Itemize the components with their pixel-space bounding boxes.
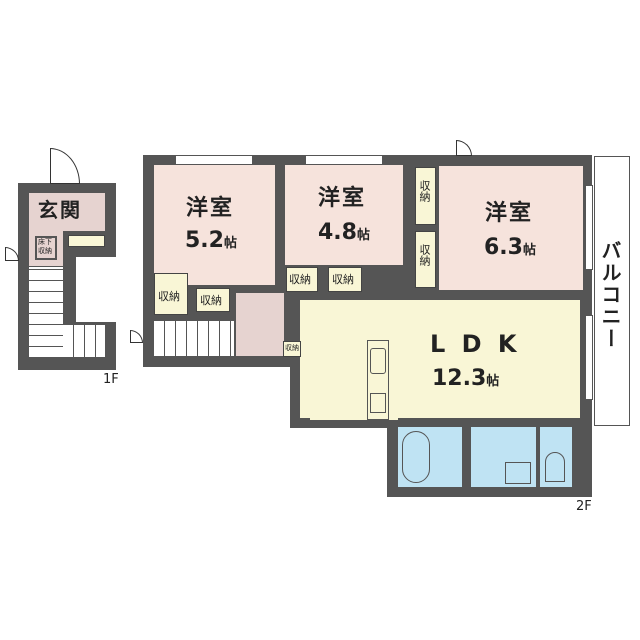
entrance-room bbox=[29, 193, 105, 231]
underfloor-label-1: 床下 bbox=[38, 238, 52, 246]
closet-7-label: 収納 bbox=[285, 344, 299, 352]
bedroom-1 bbox=[154, 165, 275, 285]
closet-5-label: 収納 bbox=[418, 180, 431, 202]
2f-hall bbox=[236, 293, 284, 356]
closet-4[interactable] bbox=[328, 267, 362, 292]
underfloor-storage bbox=[35, 236, 57, 260]
bedroom-3-size-value: 6.3 bbox=[484, 235, 523, 260]
2f-stair-door[interactable] bbox=[130, 330, 143, 343]
bedroom-2 bbox=[285, 165, 403, 265]
closet-3-label: 収納 bbox=[289, 273, 311, 286]
bathtub-icon bbox=[402, 431, 430, 483]
bedroom-3 bbox=[439, 166, 583, 290]
balcony-label: バルコニー bbox=[598, 240, 622, 350]
kitchen-counter bbox=[367, 340, 389, 420]
unit-label: 帖 bbox=[223, 236, 237, 251]
shoe-closet bbox=[68, 235, 105, 247]
closet-1-label: 収納 bbox=[158, 290, 180, 303]
1f-stairs-turn bbox=[63, 325, 105, 357]
balcony bbox=[594, 156, 630, 426]
unit-label: 帖 bbox=[522, 243, 536, 258]
bedroom-2-window bbox=[305, 155, 383, 165]
bedroom-1-size-value: 5.2 bbox=[185, 228, 224, 253]
bedroom-3-size: 6.3帖 bbox=[484, 237, 536, 259]
balcony-window-1 bbox=[585, 185, 593, 270]
1f-stairs bbox=[29, 267, 63, 357]
entrance-label: 玄関 bbox=[38, 198, 82, 222]
sink-icon bbox=[370, 348, 386, 374]
underfloor-label-2: 収納 bbox=[38, 247, 52, 255]
bedroom-3-name: 洋室 bbox=[485, 201, 534, 226]
bedroom-2-size: 4.8帖 bbox=[318, 222, 370, 244]
washbasin-icon bbox=[505, 462, 531, 484]
bedroom-1-name: 洋室 bbox=[186, 196, 235, 221]
closet-6[interactable] bbox=[415, 231, 436, 288]
unit-label: 帖 bbox=[356, 228, 370, 243]
floor-1f: 玄関 床下 収納 1F bbox=[0, 0, 140, 400]
ldk-size: 12.3帖 bbox=[432, 368, 499, 390]
1f-notch-wall bbox=[64, 247, 76, 325]
bedroom-1-size: 5.2帖 bbox=[185, 230, 237, 252]
closet-4-label: 収納 bbox=[332, 273, 354, 286]
closet-6-label: 収納 bbox=[418, 244, 431, 266]
closet-5[interactable] bbox=[415, 167, 436, 225]
bedroom-2-name: 洋室 bbox=[318, 186, 367, 211]
closet-2[interactable] bbox=[196, 288, 230, 312]
closet-1[interactable] bbox=[154, 273, 188, 315]
closet-3[interactable] bbox=[286, 267, 318, 292]
stove-icon bbox=[370, 393, 386, 413]
2f-stairs bbox=[154, 321, 234, 356]
bedroom-3-door[interactable] bbox=[456, 140, 472, 156]
toilet-icon bbox=[545, 452, 565, 482]
floor-1f-label: 1F bbox=[103, 372, 119, 387]
closet-2-label: 収納 bbox=[200, 294, 222, 307]
balcony-window-2 bbox=[585, 315, 593, 400]
ldk-name: L D K bbox=[430, 330, 521, 358]
closet-7[interactable] bbox=[283, 341, 301, 357]
unit-label: 帖 bbox=[486, 374, 500, 389]
bedroom-2-size-value: 4.8 bbox=[318, 220, 357, 245]
floor-2f-label: 2F bbox=[576, 499, 592, 514]
1f-notch bbox=[76, 257, 116, 322]
ldk-size-value: 12.3 bbox=[432, 366, 487, 391]
bedroom-1-window bbox=[175, 155, 253, 165]
